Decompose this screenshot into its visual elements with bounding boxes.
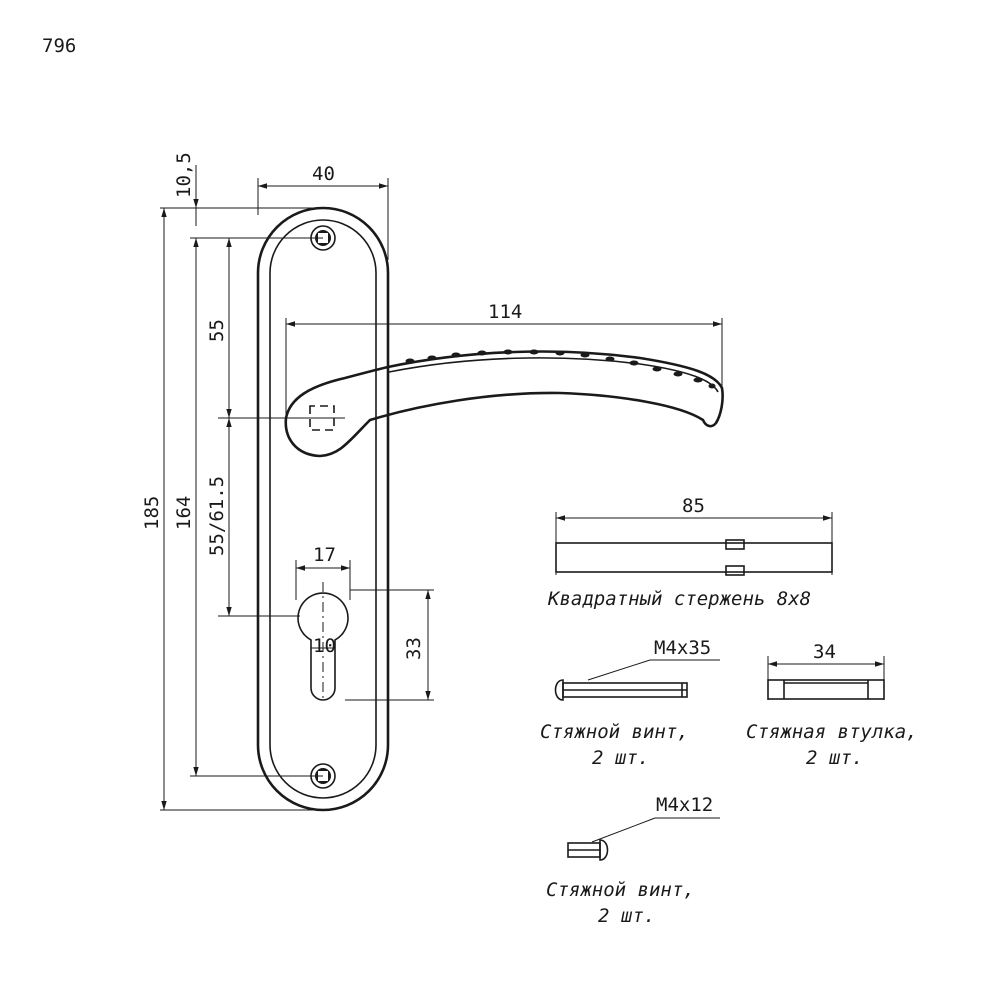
square-rod-drawing [555,512,833,576]
dim-185: 185 [141,496,163,530]
screw-long-label-1: Стяжной винт, [540,721,689,743]
sleeve-label-2: 2 шт. [806,747,863,769]
screw-short-label-1: Стяжной винт, [546,879,695,901]
dim-34: 34 [813,641,836,663]
short-screw-drawing [567,817,720,861]
dim-40: 40 [312,163,335,185]
screw-long-label-2: 2 шт. [592,747,649,769]
dim-10-5: 10,5 [173,152,195,198]
handle-dot-pattern [405,349,716,389]
lever-handle [284,349,724,458]
dim-17: 17 [313,544,336,566]
screw-long-spec: М4х35 [654,637,711,659]
page-number: 796 [42,35,76,57]
dim-55-61-5: 55/61.5 [206,476,228,556]
backplate [256,206,390,812]
dim-114: 114 [488,301,522,323]
square-rod-label: Квадратный стержень 8х8 [547,588,811,610]
long-screw-drawing [554,659,720,701]
dimension-lines [160,165,723,811]
dim-10: 10 [313,635,336,657]
dim-55: 55 [206,319,228,342]
screw-short-spec: М4х12 [656,794,713,816]
cylinder-cutout [297,592,349,701]
spindle-square-hole [309,405,335,431]
sleeve-drawing [767,656,885,700]
sleeve-label-1: Стяжная втулка, [746,721,918,743]
dim-164: 164 [173,496,195,530]
dim-85: 85 [682,495,705,517]
dim-33: 33 [403,637,425,660]
screw-short-label-2: 2 шт. [598,905,655,927]
